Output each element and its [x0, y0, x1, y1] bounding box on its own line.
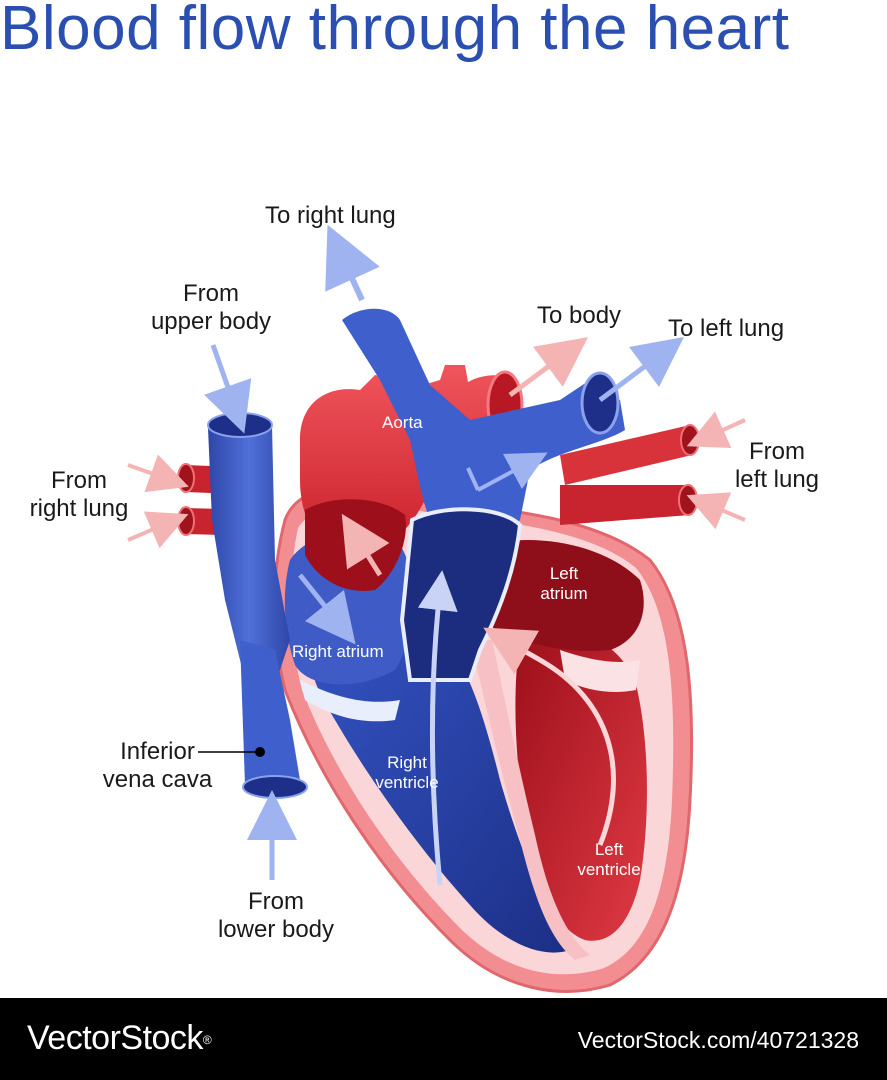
label-from-lower-body: From lower body — [216, 888, 336, 944]
label-from-left-lung: From left lung — [734, 438, 820, 494]
label-inferior-vena-cava-line1: Inferior — [120, 738, 195, 765]
label-right-ventricle-line2: ventricle — [375, 773, 439, 792]
label-from-right-lung: From right lung — [28, 467, 130, 523]
label-to-left-lung: To left lung — [668, 315, 785, 342]
pulmonary-trunk — [342, 308, 625, 535]
septum — [470, 640, 590, 960]
label-inferior-vena-cava-line2: vena cava — [102, 766, 213, 793]
pulmonary-vein-left-bottom — [560, 485, 690, 525]
flow-arrow-ra — [298, 573, 356, 645]
flow-arrow-from-left-lung-2 — [686, 492, 746, 530]
footer-bar: VectorStock® VectorStock.com/40721328 — [0, 998, 887, 1080]
heart-diagram — [127, 224, 746, 993]
label-left-ventricle-line2: ventricle — [577, 860, 641, 879]
label-left-atrium-line2: atrium — [540, 584, 588, 603]
label-right-ventricle-line1: Right — [387, 753, 427, 772]
label-from-lower-body-line2: lower body — [217, 916, 335, 943]
inferior-vena-cava — [240, 640, 300, 796]
left-ventricle-chamber — [515, 630, 647, 941]
label-from-left-lung-line2: left lung — [734, 466, 820, 493]
label-left-atrium: Left atrium — [536, 564, 592, 604]
flow-arrow-rv-up — [417, 570, 458, 886]
brand-logo[interactable]: VectorStock® — [27, 1018, 212, 1058]
label-from-upper-body: From upper body — [150, 280, 272, 336]
flow-arrow-aorta-up — [341, 513, 390, 577]
label-from-right-lung-line1: From — [51, 467, 107, 494]
page-title: Blood flow through the heart — [0, 0, 790, 63]
pulmonary-vein-left-top — [560, 425, 692, 485]
label-to-right-lung: To right lung — [265, 202, 396, 229]
image-url-link[interactable]: VectorStock.com/40721328 — [577, 1027, 859, 1053]
flow-arrow-from-upper-body — [204, 344, 252, 434]
ivc-leader-dot — [255, 747, 265, 757]
flow-arrow-to-body — [508, 337, 589, 398]
flow-arrow-from-right-lung-1 — [127, 454, 189, 493]
label-left-ventricle: Left ventricle — [574, 840, 644, 880]
label-left-ventricle-line1: Left — [594, 840, 624, 859]
right-ventricle-chamber — [309, 610, 570, 953]
label-from-right-lung-line2: right lung — [29, 495, 129, 522]
label-to-body: To body — [537, 302, 622, 329]
label-left-atrium-line1: Left — [549, 564, 579, 583]
brand-registered-mark: ® — [202, 1033, 212, 1047]
tricuspid-valve — [300, 680, 400, 722]
flow-arrow-from-right-lung-2 — [127, 511, 189, 549]
flow-arrow-from-left-lung-1 — [686, 411, 746, 449]
flow-arrow-to-left-lung — [598, 337, 684, 402]
label-from-lower-body-line1: From — [248, 888, 304, 915]
superior-vena-cava — [208, 419, 290, 720]
label-inferior-vena-cava: Inferior vena cava — [100, 738, 215, 794]
flow-arrow-pulm-split — [466, 462, 530, 492]
label-from-upper-body-line2: upper body — [150, 308, 272, 335]
mitral-valve — [560, 650, 640, 692]
flow-arrow-lv-up — [483, 627, 616, 846]
label-aorta: Aorta — [382, 413, 423, 432]
label-right-ventricle: Right ventricle — [372, 753, 442, 793]
label-right-atrium: Right atrium — [292, 642, 384, 661]
label-from-left-lung-line1: From — [749, 438, 805, 465]
label-from-upper-body-line1: From — [183, 280, 239, 307]
flow-arrow-to-right-lung — [325, 224, 380, 302]
brand-logo-text: VectorStock — [27, 1019, 203, 1057]
right-ventricle-outflow — [399, 507, 523, 682]
